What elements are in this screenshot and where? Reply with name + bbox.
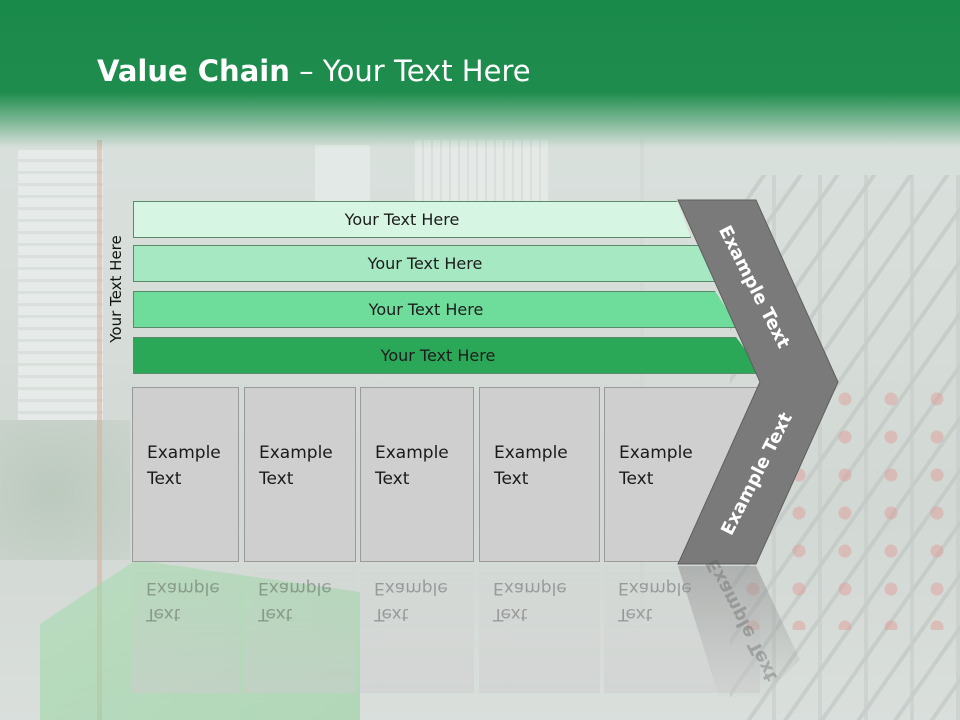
building-mid <box>315 145 370 205</box>
box-line1: Example <box>259 443 333 463</box>
header-band <box>0 0 960 148</box>
reflection-line1: Example <box>493 578 567 598</box>
scaffold-pole <box>97 140 102 720</box>
building-center <box>415 140 550 210</box>
bar-label: Your Text Here <box>380 346 496 365</box>
title-rest: – Your Text Here <box>289 54 531 88</box>
box-line2: Text <box>494 469 529 489</box>
reflection-line1: Example <box>146 578 220 598</box>
box-line1: Example <box>375 443 449 463</box>
reflection-line2: Text <box>258 604 293 624</box>
slide-title: Value Chain – Your Text Here <box>97 54 531 88</box>
box-line2: Text <box>147 469 182 489</box>
value-bar-1[interactable]: Your Text Here <box>133 201 691 238</box>
bar-label: Your Text Here <box>368 300 484 319</box>
building-left <box>18 150 103 420</box>
box-line1: Example <box>494 443 568 463</box>
value-bar-2[interactable]: Your Text Here <box>133 245 737 282</box>
box-line1: Example <box>147 443 221 463</box>
activity-box-3[interactable]: Example Text <box>360 387 474 562</box>
reflection-line2: Text <box>374 604 409 624</box>
activity-box-1[interactable]: Example Text <box>132 387 239 562</box>
reflection-line2: Text <box>146 604 181 624</box>
activity-box-2[interactable]: Example Text <box>244 387 356 562</box>
box-reflection: Text Example <box>479 563 600 693</box>
activity-box-4[interactable]: Example Text <box>479 387 600 562</box>
side-label: Your Text Here <box>107 235 125 343</box>
box-line1: Example <box>619 443 693 463</box>
bar-label: Your Text Here <box>344 210 460 229</box>
value-bar-3[interactable]: Your Text Here <box>133 291 739 328</box>
scaffold-pole <box>640 140 644 610</box>
box-reflection: Text Example <box>360 563 474 693</box>
box-reflection: Text Example <box>244 563 356 693</box>
box-line2: Text <box>375 469 410 489</box>
reflection-line1: Example <box>374 578 448 598</box>
title-bold: Value Chain <box>97 54 290 88</box>
reflection-line1: Example <box>258 578 332 598</box>
value-bar-4[interactable]: Your Text Here <box>133 337 763 374</box>
reflection-line2: Text <box>493 604 528 624</box>
bar-label: Your Text Here <box>367 254 483 273</box>
box-line2: Text <box>259 469 294 489</box>
trees <box>0 420 130 560</box>
box-reflection: Text Example <box>132 563 239 693</box>
box-line2: Text <box>619 469 654 489</box>
